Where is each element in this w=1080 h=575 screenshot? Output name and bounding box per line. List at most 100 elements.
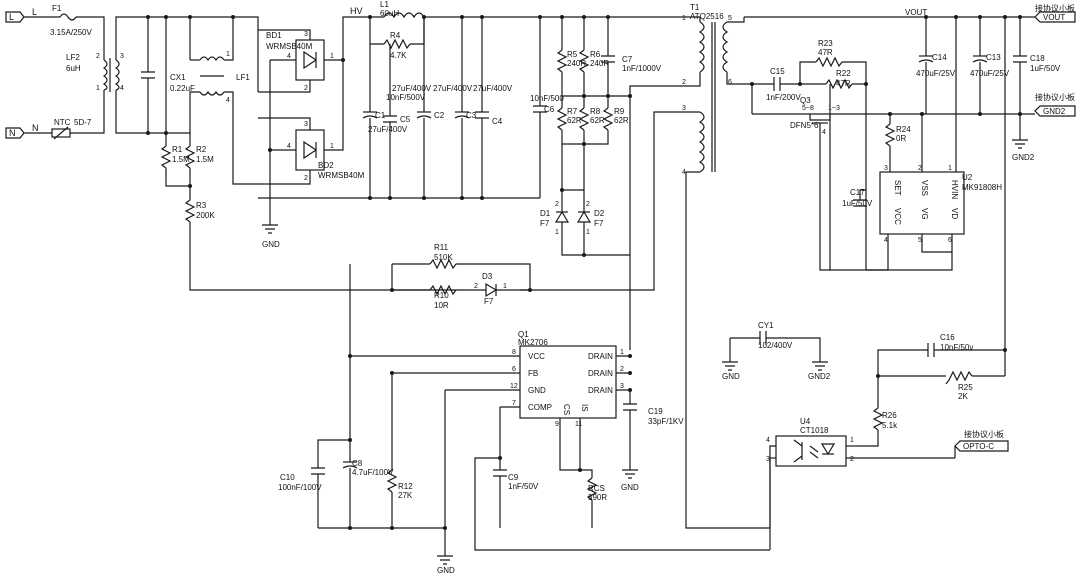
- diode-d2: D2 F7 2 1: [576, 201, 605, 236]
- svg-text:CY1: CY1: [758, 321, 774, 330]
- svg-text:27uF/400V: 27uF/400V: [473, 84, 513, 93]
- capacitor-cx1: CX1 0.22uF: [141, 71, 195, 93]
- svg-text:R24: R24: [896, 125, 911, 134]
- svg-text:8: 8: [512, 349, 516, 356]
- svg-text:LF1: LF1: [236, 73, 250, 82]
- svg-text:5: 5: [728, 15, 732, 22]
- svg-text:CT1018: CT1018: [800, 426, 829, 435]
- resistor-r1: R1 1.5M: [160, 145, 190, 169]
- svg-text:MK2706: MK2706: [518, 338, 548, 347]
- transformer-t1: T1 ATQ2516 1 2 3 4 5 6: [682, 3, 732, 176]
- bridge-bd2: BD2 WRMSB40M 3 4 1 2: [287, 121, 365, 182]
- ground-gnd-q1: GND: [621, 469, 639, 492]
- svg-text:27K: 27K: [398, 491, 413, 500]
- svg-text:2: 2: [96, 53, 100, 60]
- svg-text:5~8: 5~8: [802, 105, 814, 112]
- resistor-r5: R5 240R: [556, 49, 586, 73]
- svg-text:3: 3: [884, 165, 888, 172]
- svg-text:4: 4: [120, 85, 124, 92]
- choke-lf2: LF2 6uH 2 1 3 4: [66, 53, 124, 92]
- svg-text:2K: 2K: [958, 392, 968, 401]
- capacitor-c7: C7 1nF/1000V: [601, 55, 662, 73]
- svg-text:5.1k: 5.1k: [882, 421, 898, 430]
- svg-text:HVIN: HVIN: [950, 180, 959, 199]
- svg-text:470uF/25V: 470uF/25V: [970, 69, 1010, 78]
- resistor-r24: R24 0R: [884, 123, 911, 147]
- svg-text:R11: R11: [434, 243, 449, 252]
- svg-text:4: 4: [287, 143, 291, 150]
- svg-text:4: 4: [822, 129, 826, 136]
- svg-text:1~3: 1~3: [828, 105, 840, 112]
- svg-text:GND2: GND2: [1043, 107, 1066, 116]
- svg-text:C1: C1: [375, 111, 386, 120]
- svg-text:VOUT: VOUT: [1043, 13, 1065, 22]
- svg-text:C6: C6: [544, 105, 555, 114]
- svg-text:12: 12: [510, 383, 518, 390]
- svg-text:GND: GND: [437, 566, 455, 575]
- svg-text:6: 6: [728, 79, 732, 86]
- svg-text:VCC: VCC: [528, 352, 545, 361]
- svg-text:接协议小板: 接协议小板: [964, 429, 1004, 439]
- svg-text:VD: VD: [950, 208, 959, 219]
- svg-text:1nF/1000V: 1nF/1000V: [622, 64, 662, 73]
- resistor-r25: R25 2K: [945, 370, 973, 401]
- svg-text:1: 1: [620, 349, 624, 356]
- svg-text:1.5M: 1.5M: [196, 155, 214, 164]
- svg-text:3: 3: [682, 105, 686, 112]
- svg-text:62R: 62R: [614, 116, 629, 125]
- svg-text:Q1: Q1: [518, 330, 529, 339]
- svg-text:1: 1: [330, 143, 334, 150]
- svg-text:47R: 47R: [836, 79, 851, 88]
- ground-gnd-cy1: GND: [722, 361, 740, 381]
- svg-text:1: 1: [330, 53, 334, 60]
- svg-text:DRAIN: DRAIN: [588, 369, 613, 378]
- svg-text:2: 2: [586, 201, 590, 208]
- svg-text:C7: C7: [622, 55, 633, 64]
- svg-text:R25: R25: [958, 383, 973, 392]
- svg-text:D2: D2: [594, 209, 605, 218]
- svg-text:9: 9: [555, 421, 559, 428]
- capacitor-c3: C3 27uF/400V: [433, 84, 477, 120]
- svg-text:10R: 10R: [434, 301, 449, 310]
- inductor-l1: L1 60uH: [380, 0, 425, 19]
- port-l: L: [5, 11, 25, 23]
- svg-text:0R: 0R: [896, 134, 906, 143]
- svg-text:Q3: Q3: [800, 96, 811, 105]
- svg-text:CX1: CX1: [170, 73, 186, 82]
- svg-text:2: 2: [304, 175, 308, 182]
- svg-text:6: 6: [512, 366, 516, 373]
- ground-gnd-left: GND: [262, 224, 280, 249]
- ground-gnd2-right: GND2: [1012, 139, 1035, 162]
- svg-text:1: 1: [948, 165, 952, 172]
- svg-text:4: 4: [884, 237, 888, 244]
- capacitor-c8: C8 4.7uF/100V: [342, 459, 394, 477]
- resistor-r11: R11 510K: [429, 243, 457, 270]
- svg-text:R8: R8: [590, 107, 601, 116]
- svg-text:R12: R12: [398, 482, 413, 491]
- resistor-r26: R26 5.1k: [872, 407, 898, 431]
- svg-text:3: 3: [304, 121, 308, 128]
- port-opto-c: 接协议小板 OPTO-C: [954, 429, 1009, 452]
- svg-text:102/400V: 102/400V: [758, 341, 793, 350]
- svg-text:62R: 62R: [567, 116, 582, 125]
- svg-text:DRAIN: DRAIN: [588, 352, 613, 361]
- svg-text:SET: SET: [893, 180, 902, 196]
- svg-text:1: 1: [682, 15, 686, 22]
- svg-text:R3: R3: [196, 201, 207, 210]
- svg-text:WRMSB40M: WRMSB40M: [266, 42, 313, 51]
- net-vout-label: VOUT: [905, 8, 927, 17]
- svg-text:200K: 200K: [196, 211, 215, 220]
- svg-text:C8: C8: [352, 459, 363, 468]
- svg-text:GND: GND: [262, 240, 280, 249]
- svg-text:4: 4: [766, 437, 770, 444]
- resistor-rcs: RCS 390R: [586, 477, 607, 502]
- svg-text:接协议小板: 接协议小板: [1035, 92, 1075, 102]
- svg-text:27uF/400V: 27uF/400V: [368, 125, 408, 134]
- svg-text:C4: C4: [492, 117, 503, 126]
- svg-text:390R: 390R: [588, 493, 607, 502]
- resistor-r8: R8 62R: [578, 107, 605, 131]
- svg-text:C5: C5: [400, 115, 411, 124]
- svg-text:4.7uF/100V: 4.7uF/100V: [352, 468, 394, 477]
- svg-text:F7: F7: [484, 297, 494, 306]
